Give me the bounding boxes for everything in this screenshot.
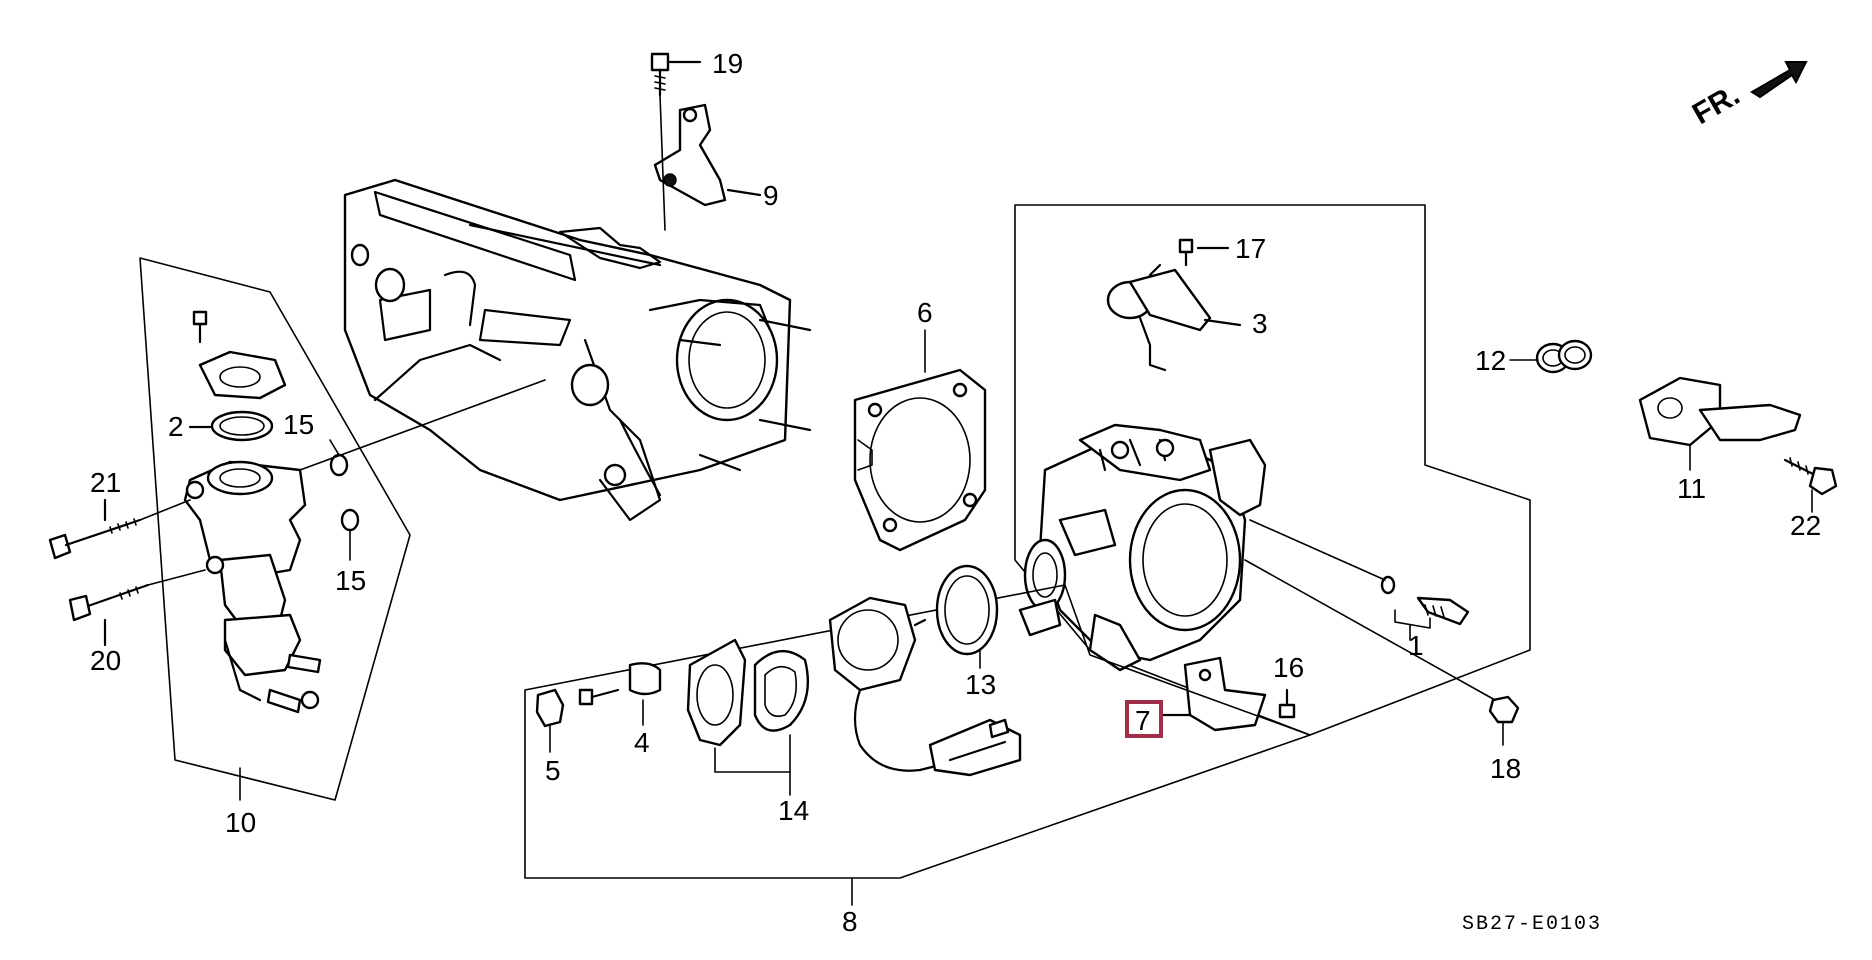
callout-1[interactable]: 1 (1408, 630, 1424, 661)
screw-part-4 (578, 662, 662, 726)
o-ring-part-13 (935, 564, 999, 669)
callout-4[interactable]: 4 (634, 727, 650, 758)
callout-20[interactable]: 20 (90, 645, 121, 676)
screw-part-16 (1278, 688, 1296, 719)
throttle-body (1018, 423, 1267, 672)
callout-18[interactable]: 18 (1490, 753, 1521, 784)
callout-13[interactable]: 13 (965, 669, 996, 700)
callout-15-lower[interactable]: 15 (335, 565, 366, 596)
washer-part-15-lower (340, 508, 360, 561)
bolt-part-19 (650, 52, 702, 97)
idle-air-control-valve (183, 460, 322, 714)
callout-21[interactable]: 21 (90, 467, 121, 498)
front-direction-indicator: FR. (1687, 61, 1808, 131)
dashpot-part-3 (1106, 263, 1242, 372)
callout-7[interactable]: 7 (1135, 705, 1151, 736)
tps-seal-part-14 (753, 650, 809, 773)
group-8-outline (524, 584, 1311, 879)
throttle-position-sensor (828, 596, 1022, 777)
callout-14[interactable]: 14 (778, 795, 809, 826)
callout-3[interactable]: 3 (1252, 308, 1268, 339)
callout-9[interactable]: 9 (763, 180, 779, 211)
front-arrow-icon (1750, 61, 1808, 99)
bolt-part-22 (1783, 457, 1838, 513)
callout-5[interactable]: 5 (545, 755, 561, 786)
callout-7-highlight[interactable]: 7 (1125, 700, 1163, 738)
callout-16[interactable]: 16 (1273, 652, 1304, 683)
leader-9 (659, 94, 666, 231)
intake-manifold (343, 178, 812, 522)
callout-10[interactable]: 10 (225, 807, 256, 838)
bolt-part-20 (68, 583, 150, 622)
bolt-part-21 (48, 518, 142, 560)
bracket-part-7 (1158, 656, 1267, 732)
cap-part-5 (535, 688, 565, 753)
callout-6[interactable]: 6 (917, 297, 933, 328)
nut-part-18 (1488, 695, 1520, 746)
callout-17[interactable]: 17 (1235, 233, 1266, 264)
catalog-code: SB27-E0103 (1462, 913, 1602, 936)
o-ring-part-12 (1509, 339, 1593, 374)
leader-hose-line (299, 379, 546, 471)
leader-18-to-body (1244, 559, 1496, 701)
leader-1-to-body (1249, 519, 1386, 581)
callout-11[interactable]: 11 (1677, 473, 1706, 504)
callout-8[interactable]: 8 (842, 906, 858, 937)
callout-2[interactable]: 2 (168, 411, 184, 442)
front-label: FR. (1687, 78, 1745, 131)
throttle-gasket-part-6 (853, 329, 987, 552)
highlight-box (1125, 700, 1163, 738)
gasket-cover-part-2 (188, 350, 287, 442)
callout-12[interactable]: 12 (1475, 345, 1506, 376)
bracket-part-9 (653, 103, 762, 207)
screw-part-17 (1178, 238, 1230, 267)
leader-bolts-to-iacv (139, 499, 206, 586)
callout-19[interactable]: 19 (712, 48, 743, 79)
screw-iacv-top (192, 310, 208, 344)
pipe-flange-part-11 (1638, 376, 1802, 471)
tps-gasket (686, 638, 791, 773)
callout-15-upper[interactable]: 15 (283, 409, 314, 440)
callout-22[interactable]: 22 (1790, 510, 1821, 541)
throttle-screw-part-1 (1380, 575, 1470, 641)
group-10-outline (139, 257, 411, 801)
